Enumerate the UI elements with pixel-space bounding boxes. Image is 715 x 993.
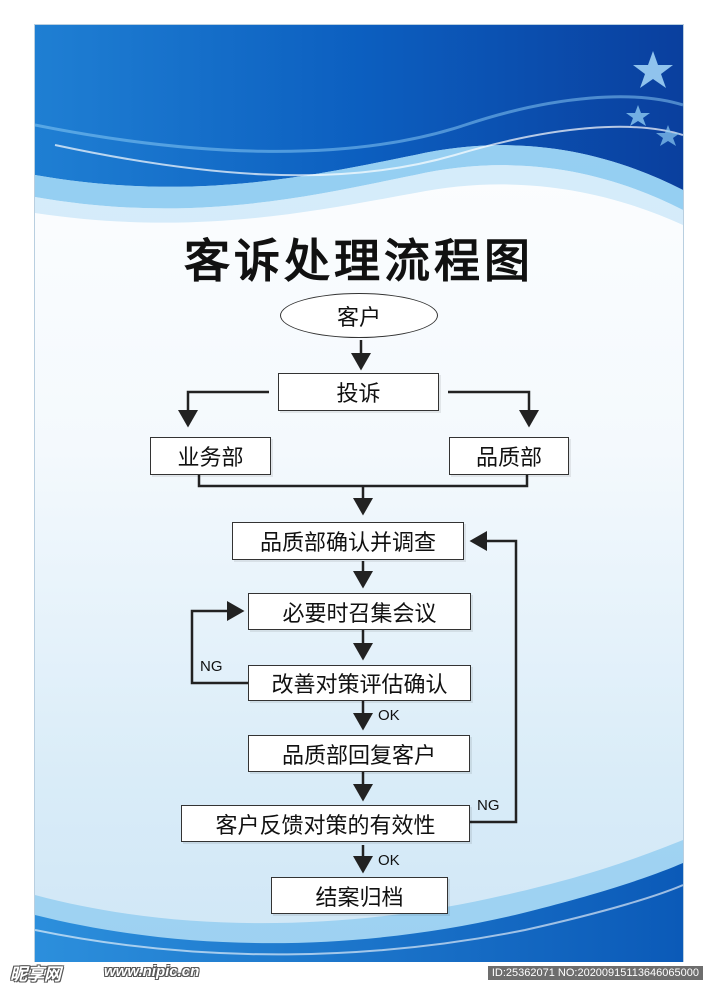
connector-merge bbox=[197, 475, 529, 488]
watermark-id: ID:25362071 NO:20200915113646065000 bbox=[487, 966, 703, 980]
edge-label-ng-left: NG bbox=[200, 658, 223, 675]
edge-label-ng-right: NG bbox=[477, 797, 500, 814]
star-icon bbox=[656, 125, 680, 146]
node-evaluate-measures: 改善对策评估确认 bbox=[248, 665, 471, 701]
connector-complaint-sales bbox=[178, 390, 269, 428]
node-customer: 客户 bbox=[280, 293, 438, 338]
flow-connectors bbox=[178, 340, 539, 874]
connector-ng-left bbox=[190, 601, 248, 685]
node-close-case: 结案归档 bbox=[271, 877, 448, 914]
wave-decoration bbox=[35, 25, 683, 970]
connector-complaint-quality bbox=[448, 390, 539, 428]
node-confirm-investigate: 品质部确认并调查 bbox=[232, 522, 464, 560]
watermark-brand: 昵享网 bbox=[10, 965, 61, 985]
page-title: 客诉处理流程图 bbox=[184, 234, 534, 288]
star-icon bbox=[633, 51, 673, 88]
node-quality-dept: 品质部 bbox=[449, 437, 569, 475]
node-reply-customer: 品质部回复客户 bbox=[248, 735, 470, 772]
node-convene-meeting: 必要时召集会议 bbox=[248, 593, 471, 630]
node-complaint: 投诉 bbox=[278, 373, 439, 411]
node-customer-feedback: 客户反馈对策的有效性 bbox=[181, 805, 470, 842]
edge-label-ok-1: OK bbox=[378, 707, 400, 724]
connector-ng-right bbox=[469, 531, 518, 824]
node-sales-dept: 业务部 bbox=[150, 437, 271, 475]
poster-board: 客诉处理流程图 bbox=[34, 24, 684, 971]
star-icon bbox=[626, 105, 650, 126]
edge-label-ok-2: OK bbox=[378, 852, 400, 869]
watermark-url: www.nipic.cn bbox=[104, 963, 200, 980]
